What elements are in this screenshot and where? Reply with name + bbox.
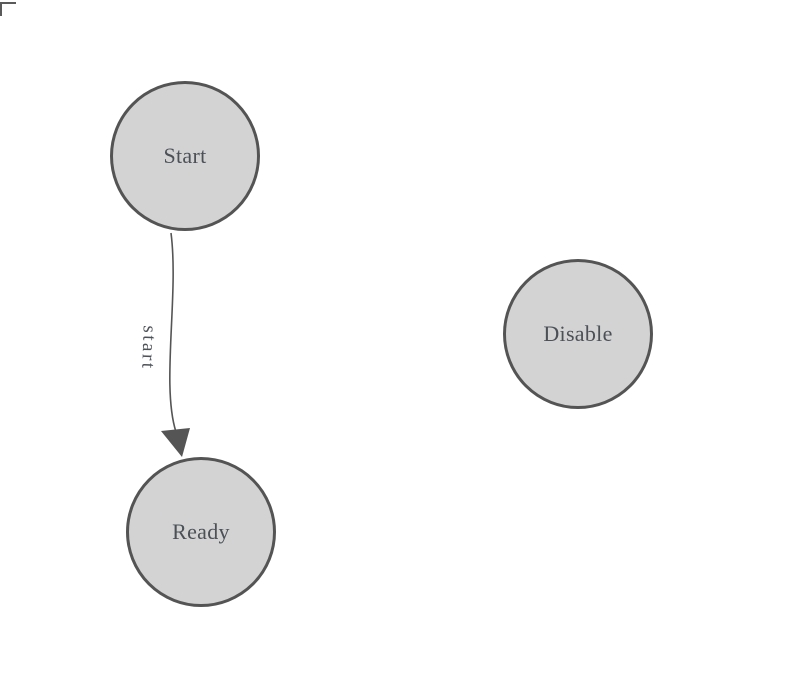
state-node-start[interactable]: Start [110, 81, 260, 231]
state-node-ready-label: Ready [172, 519, 230, 544]
transition-edge-start-to-ready[interactable] [169, 232, 177, 433]
state-node-disable[interactable]: Disable [503, 259, 653, 409]
state-node-disable-label: Disable [543, 321, 613, 346]
edge-label-start: start [137, 325, 160, 371]
state-node-start-label: Start [163, 143, 207, 168]
arrowhead-icon [161, 428, 190, 457]
state-node-ready[interactable]: Ready [126, 457, 276, 607]
